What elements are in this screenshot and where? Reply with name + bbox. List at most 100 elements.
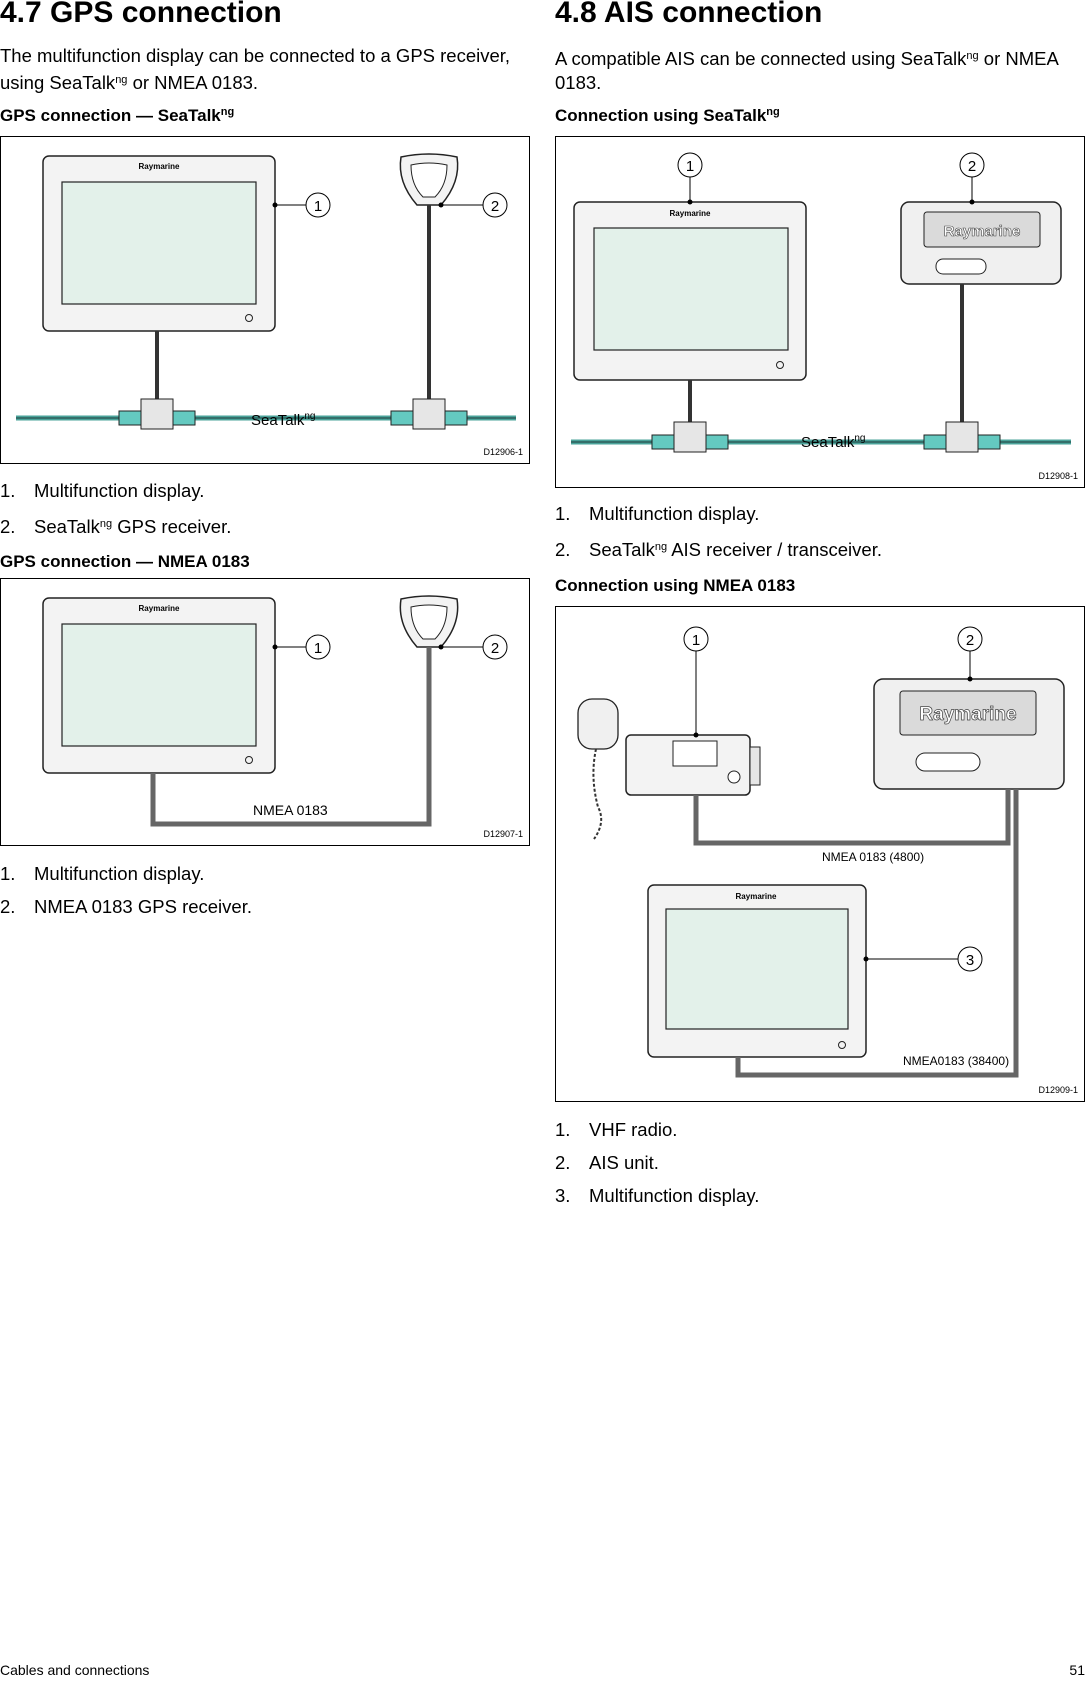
brand-logo: Raymarine	[139, 604, 180, 613]
ais-seatalk-legend: 1.Multifunction display. 2.SeaTalkng AIS…	[555, 502, 882, 568]
callout-dot-1	[272, 644, 278, 650]
ais-unit-logo: Raymarine	[919, 704, 1016, 725]
item-text: SeaTalk	[589, 539, 655, 560]
item-number: 2.	[555, 1152, 571, 1173]
callout-dot-3	[863, 956, 869, 962]
gps-nmea-diagram: Raymarine NMEA 0183 1 2 D12907-1	[42, 595, 523, 839]
item-number: 1.	[555, 1119, 571, 1140]
item-text: VHF radio.	[589, 1119, 678, 1140]
item-number: 3.	[555, 1185, 571, 1206]
item-text: Multifunction display.	[589, 1185, 760, 1206]
ais-nmea-diagram: Raymarine Raymarine NMEA 0183 (4800) NME…	[577, 626, 1078, 1095]
ng-superscript: ng	[115, 74, 128, 86]
callout-2: 2	[491, 198, 499, 215]
ng-superscript: ng	[654, 541, 668, 553]
callout-circle-2	[957, 626, 983, 652]
ais-unit-panel	[923, 211, 1041, 248]
footer-section: Cables and connections	[0, 1662, 150, 1678]
page-number: 51	[1069, 1662, 1085, 1678]
callout-dot-2	[969, 199, 975, 205]
ais-unit-slot	[935, 258, 987, 275]
gps-nmea-subheading: GPS connection — NMEA 0183	[0, 552, 250, 571]
power-button-icon	[776, 361, 784, 369]
list-item: 1.Multifunction display.	[555, 502, 882, 535]
callout-dot-1	[693, 732, 699, 738]
gps-seatalk-diagram: Raymarine SeaTalkng 1	[16, 153, 523, 457]
figure-code: D12908-1	[1038, 471, 1078, 481]
figure-code: D12907-1	[483, 829, 523, 839]
t-piece-1	[673, 421, 707, 453]
ais-seatalk-diagram: Raymarine Raymarine SeaTalkng 1	[571, 152, 1078, 481]
ais-seatalk-subheading: Connection using SeaTalkng	[555, 106, 780, 126]
nmea-cable-4800	[693, 789, 1011, 846]
ais-unit-slot	[915, 752, 981, 772]
nmea-cable-38400-label: NMEA0183 (38400)	[903, 1054, 1009, 1068]
seatalk-label: SeaTalkng	[251, 411, 316, 429]
nmea-cable-4800-label: NMEA 0183 (4800)	[822, 850, 924, 864]
display-screen	[61, 181, 257, 305]
ais-nmea-legend: 1. VHF radio. 2. AIS unit. 3. Multifunction…	[555, 1118, 759, 1217]
callout-1: 1	[314, 198, 322, 215]
ng-superscript: ng	[99, 518, 113, 530]
gps-antenna-inner	[410, 604, 448, 640]
callout-circle-1	[305, 634, 331, 660]
callout-circle-3	[957, 946, 983, 972]
vhf-radio-screen	[672, 740, 718, 767]
item-text: Multifunction display.	[34, 480, 205, 501]
item-text-tail: AIS receiver / transceiver.	[667, 539, 882, 560]
callout-circle-1	[683, 626, 709, 652]
ng-superscript: ng	[220, 106, 235, 118]
list-item: 2. AIS unit.	[555, 1151, 759, 1184]
callout-circle-2	[482, 192, 508, 218]
display-screen	[593, 227, 789, 351]
ais-heading: 4.8 AIS connection	[555, 0, 823, 29]
gps-nmea-legend: 1.Multifunction display. 2.NMEA 0183 GPS…	[0, 862, 252, 928]
callout-dot-2	[438, 644, 444, 650]
callout-circle-1	[677, 152, 703, 178]
display-screen	[61, 623, 257, 747]
subheading-text: GPS connection — SeaTalk	[0, 106, 221, 125]
item-number: 1.	[555, 503, 571, 524]
callout-dot-1	[687, 199, 693, 205]
ais-unit-logo: Raymarine	[944, 223, 1021, 240]
figure-gps-seatalk: Raymarine SeaTalkng 1	[0, 136, 530, 464]
callout-2: 2	[491, 640, 499, 657]
ais-intro-tail: or NMEA 0183.	[555, 48, 1058, 93]
callout-1: 1	[314, 640, 322, 657]
item-text: AIS unit.	[589, 1152, 659, 1173]
gps-seatalk-legend: 1.Multifunction display. 2.SeaTalkng GPS…	[0, 479, 231, 545]
t-piece-1	[140, 398, 174, 430]
figure-code: D12906-1	[483, 447, 523, 457]
callout-circle-2	[482, 634, 508, 660]
list-item: 2.NMEA 0183 GPS receiver.	[0, 895, 252, 928]
ng-superscript: ng	[966, 50, 979, 62]
gps-intro-text: The multifunction display can be connect…	[0, 45, 511, 93]
figure-gps-nmea: Raymarine NMEA 0183 1 2 D12907-1	[0, 578, 530, 846]
callout-1: 1	[692, 632, 700, 649]
ng-superscript: ng	[766, 106, 780, 118]
list-item: 2.SeaTalkng GPS receiver.	[0, 512, 231, 545]
connector-2a	[390, 410, 414, 426]
vhf-handset-icon	[577, 698, 619, 750]
power-button-icon	[245, 756, 253, 764]
t-piece-2	[945, 421, 979, 453]
list-item: 2.SeaTalkng AIS receiver / transceiver.	[555, 535, 882, 568]
t-piece-2	[412, 398, 446, 430]
gps-antenna-inner	[410, 162, 448, 198]
callout-dot-2	[967, 676, 973, 682]
vhf-handset-cord	[592, 748, 603, 840]
callout-2: 2	[968, 158, 976, 175]
connector-1b	[172, 410, 196, 426]
gps-seatalk-subheading: GPS connection — SeaTalkng	[0, 106, 234, 126]
vhf-radio-bracket	[749, 746, 761, 786]
vhf-radio-knob	[727, 770, 741, 784]
nmea-cable	[150, 647, 432, 827]
callout-circle-2	[959, 152, 985, 178]
brand-logo: Raymarine	[736, 892, 777, 901]
subheading-text: Connection using SeaTalk	[555, 106, 767, 125]
item-number: 2.	[0, 896, 16, 917]
ais-unit-panel	[899, 690, 1037, 736]
connector-1a	[118, 410, 142, 426]
seatalk-label: SeaTalkng	[801, 433, 866, 451]
gps-intro: The multifunction display can be connect…	[0, 44, 530, 95]
